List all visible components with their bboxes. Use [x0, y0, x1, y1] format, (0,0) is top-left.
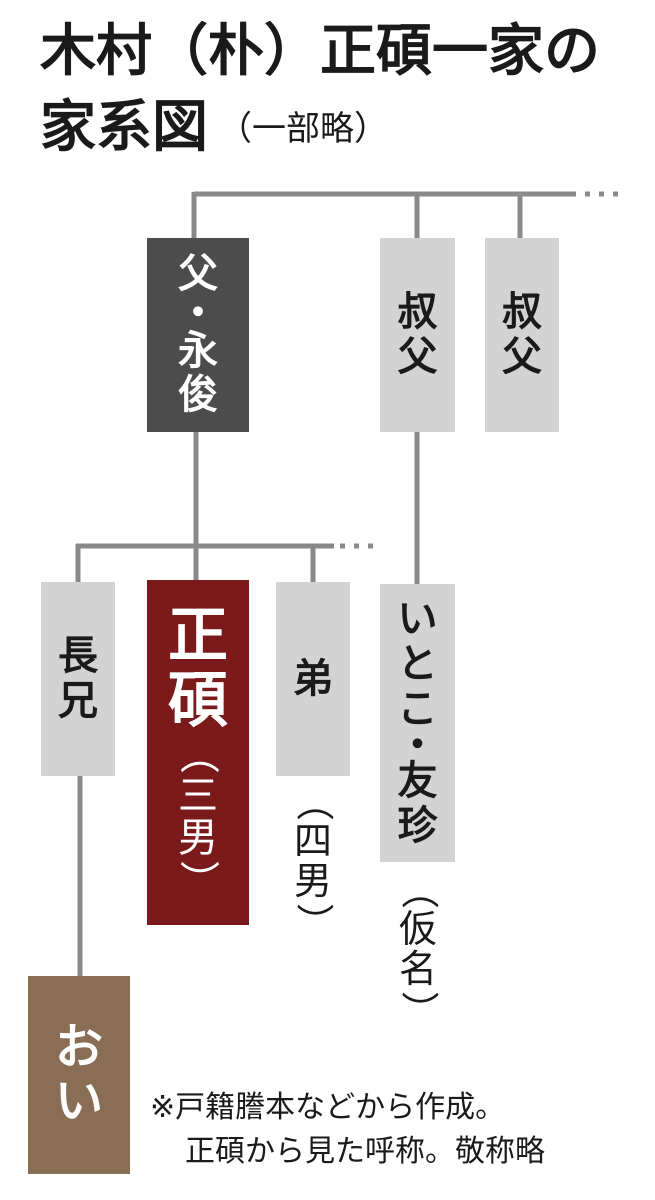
- uncle-box-2: 叔 父: [485, 238, 559, 432]
- subject-role-char-1: （: [175, 734, 221, 775]
- father-char-4: 俊: [178, 372, 218, 419]
- cousin-char-6: 珍: [397, 803, 438, 850]
- page-title: 木村（朴）正碩一家の: [40, 19, 600, 84]
- father-char-3: 永: [178, 327, 218, 374]
- subject-role-char-3: 男: [178, 815, 218, 862]
- cousin-role: （ 仮 名 ）: [390, 870, 446, 1030]
- nephew-char-1: お: [54, 1019, 103, 1076]
- cousin-role-char-1: （: [396, 870, 441, 909]
- cousin-char-2: と: [397, 640, 438, 687]
- younger-role-char-2: 四: [293, 818, 332, 863]
- uncle-box-1: 叔 父: [380, 238, 455, 432]
- younger-role-char-4: ）: [291, 902, 336, 941]
- subject-role-char-4: ）: [175, 860, 221, 901]
- cousin-char-5: 友: [397, 758, 438, 805]
- younger-brother-role: （ 四 男 ）: [285, 782, 341, 942]
- younger-role-char-1: （: [291, 782, 336, 821]
- younger-brother-box: 弟: [276, 582, 350, 776]
- footnote-line-2: 正碩から見た呼称。敬称略: [185, 1134, 545, 1169]
- nephew-box: お い: [28, 976, 130, 1174]
- eldest-char-1: 長: [58, 633, 98, 680]
- uncle2-char-2: 父: [502, 334, 542, 380]
- cousin-char-1: い: [397, 596, 438, 642]
- cousin-role-char-2: 仮: [398, 906, 437, 951]
- younger-role-char-3: 男: [293, 858, 332, 903]
- subject-role-char-2: 三: [178, 773, 218, 820]
- subject-name-char-2: 碩: [168, 665, 228, 736]
- father-box: 父 ・ 永 俊: [147, 238, 249, 432]
- title-main: 家系図: [40, 95, 208, 160]
- cousin-box: い と こ ・ 友 珍: [380, 584, 455, 862]
- uncle2-char-1: 叔: [502, 289, 542, 336]
- subject-name-char-1: 正: [168, 600, 228, 671]
- cousin-char-3: こ: [397, 685, 438, 732]
- uncle1-char-1: 叔: [397, 289, 438, 336]
- father-char-2: ・: [178, 289, 218, 336]
- subject-box: 正 碩 （ 三 男 ）: [147, 580, 249, 925]
- uncle1-char-2: 父: [397, 334, 438, 380]
- page-title-line2: 家系図（一部略）: [40, 100, 388, 156]
- nephew-char-2: い: [54, 1073, 103, 1129]
- title-note: （一部略）: [218, 109, 388, 149]
- cousin-char-4: ・: [397, 722, 438, 769]
- footnote-line-1: ※戸籍謄本などから作成。: [150, 1090, 506, 1125]
- younger-char-1: 弟: [293, 655, 333, 702]
- father-char-1: 父: [178, 250, 218, 297]
- cousin-role-char-4: ）: [396, 990, 441, 1029]
- eldest-brother-box: 長 兄: [41, 582, 115, 776]
- cousin-role-char-3: 名: [398, 946, 437, 991]
- eldest-char-2: 兄: [58, 678, 98, 724]
